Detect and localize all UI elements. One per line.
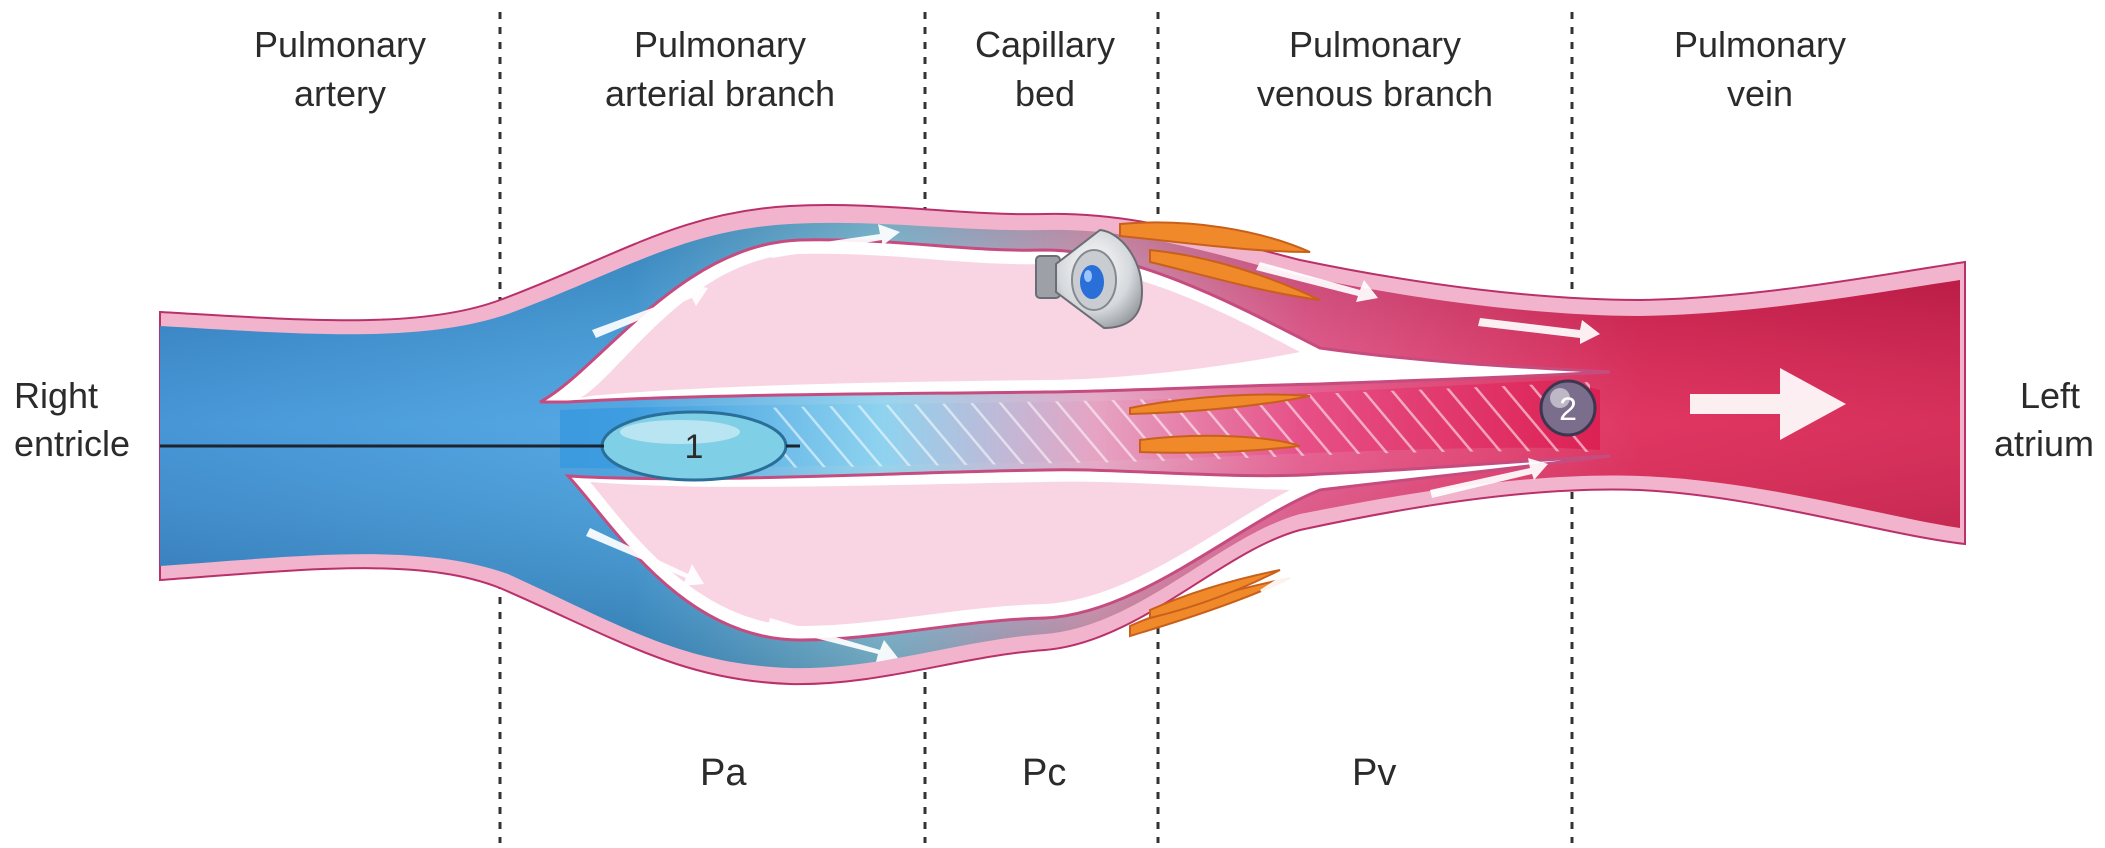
marker-1-label: 1 bbox=[685, 428, 704, 466]
region-label-pulmonary-arterial-branch: Pulmonary arterial branch bbox=[560, 20, 880, 118]
pressure-label-pc: Pc bbox=[1022, 752, 1066, 795]
region-label-capillary-bed: Capillary bed bbox=[940, 20, 1150, 118]
marker-2-label: 2 bbox=[1559, 391, 1577, 427]
region-label-pulmonary-venous-branch: Pulmonary venous branch bbox=[1210, 20, 1540, 118]
pressure-label-pa: Pa bbox=[700, 752, 746, 795]
region-label-pulmonary-artery: Pulmonary artery bbox=[200, 20, 480, 118]
pressure-label-pv: Pv bbox=[1352, 752, 1396, 795]
right-ventricle-label: Right entricle bbox=[14, 372, 130, 468]
left-atrium-label: Left atrium bbox=[1994, 372, 2105, 468]
region-label-pulmonary-vein: Pulmonary vein bbox=[1620, 20, 1900, 118]
